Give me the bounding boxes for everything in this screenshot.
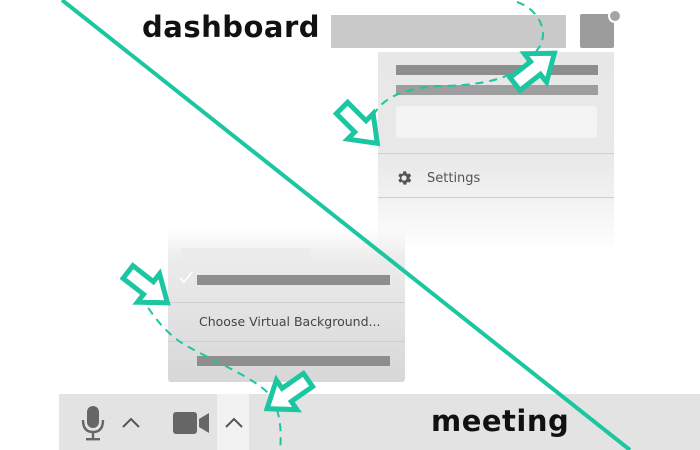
gear-icon bbox=[398, 171, 412, 185]
search-bar[interactable] bbox=[331, 15, 566, 48]
placeholder-box bbox=[396, 106, 597, 138]
dashboard-heading: dashboard bbox=[142, 10, 321, 44]
placeholder-bar bbox=[181, 248, 311, 257]
chevron-up-icon[interactable] bbox=[223, 414, 245, 430]
menu-divider bbox=[168, 341, 405, 342]
choose-virtual-background-item[interactable]: Choose Virtual Background... bbox=[168, 303, 405, 341]
video-camera-icon[interactable] bbox=[172, 410, 210, 436]
meeting-toolbar bbox=[59, 394, 700, 450]
placeholder-bar bbox=[396, 65, 598, 75]
chevron-up-icon[interactable] bbox=[120, 414, 142, 430]
microphone-icon[interactable] bbox=[80, 405, 106, 441]
profile-dropdown-menu: Settings bbox=[378, 52, 614, 252]
placeholder-bar bbox=[197, 275, 390, 285]
status-dot bbox=[608, 9, 622, 23]
settings-menu-item[interactable]: Settings bbox=[378, 154, 614, 197]
placeholder-bar bbox=[197, 356, 390, 366]
virtual-background-label: Choose Virtual Background... bbox=[199, 314, 381, 329]
video-options-menu: Choose Virtual Background... bbox=[168, 228, 405, 382]
menu-divider bbox=[378, 197, 614, 198]
meeting-heading: meeting bbox=[431, 404, 570, 438]
checkmark-icon bbox=[179, 271, 193, 284]
settings-label: Settings bbox=[427, 171, 481, 186]
placeholder-bar bbox=[396, 85, 598, 95]
